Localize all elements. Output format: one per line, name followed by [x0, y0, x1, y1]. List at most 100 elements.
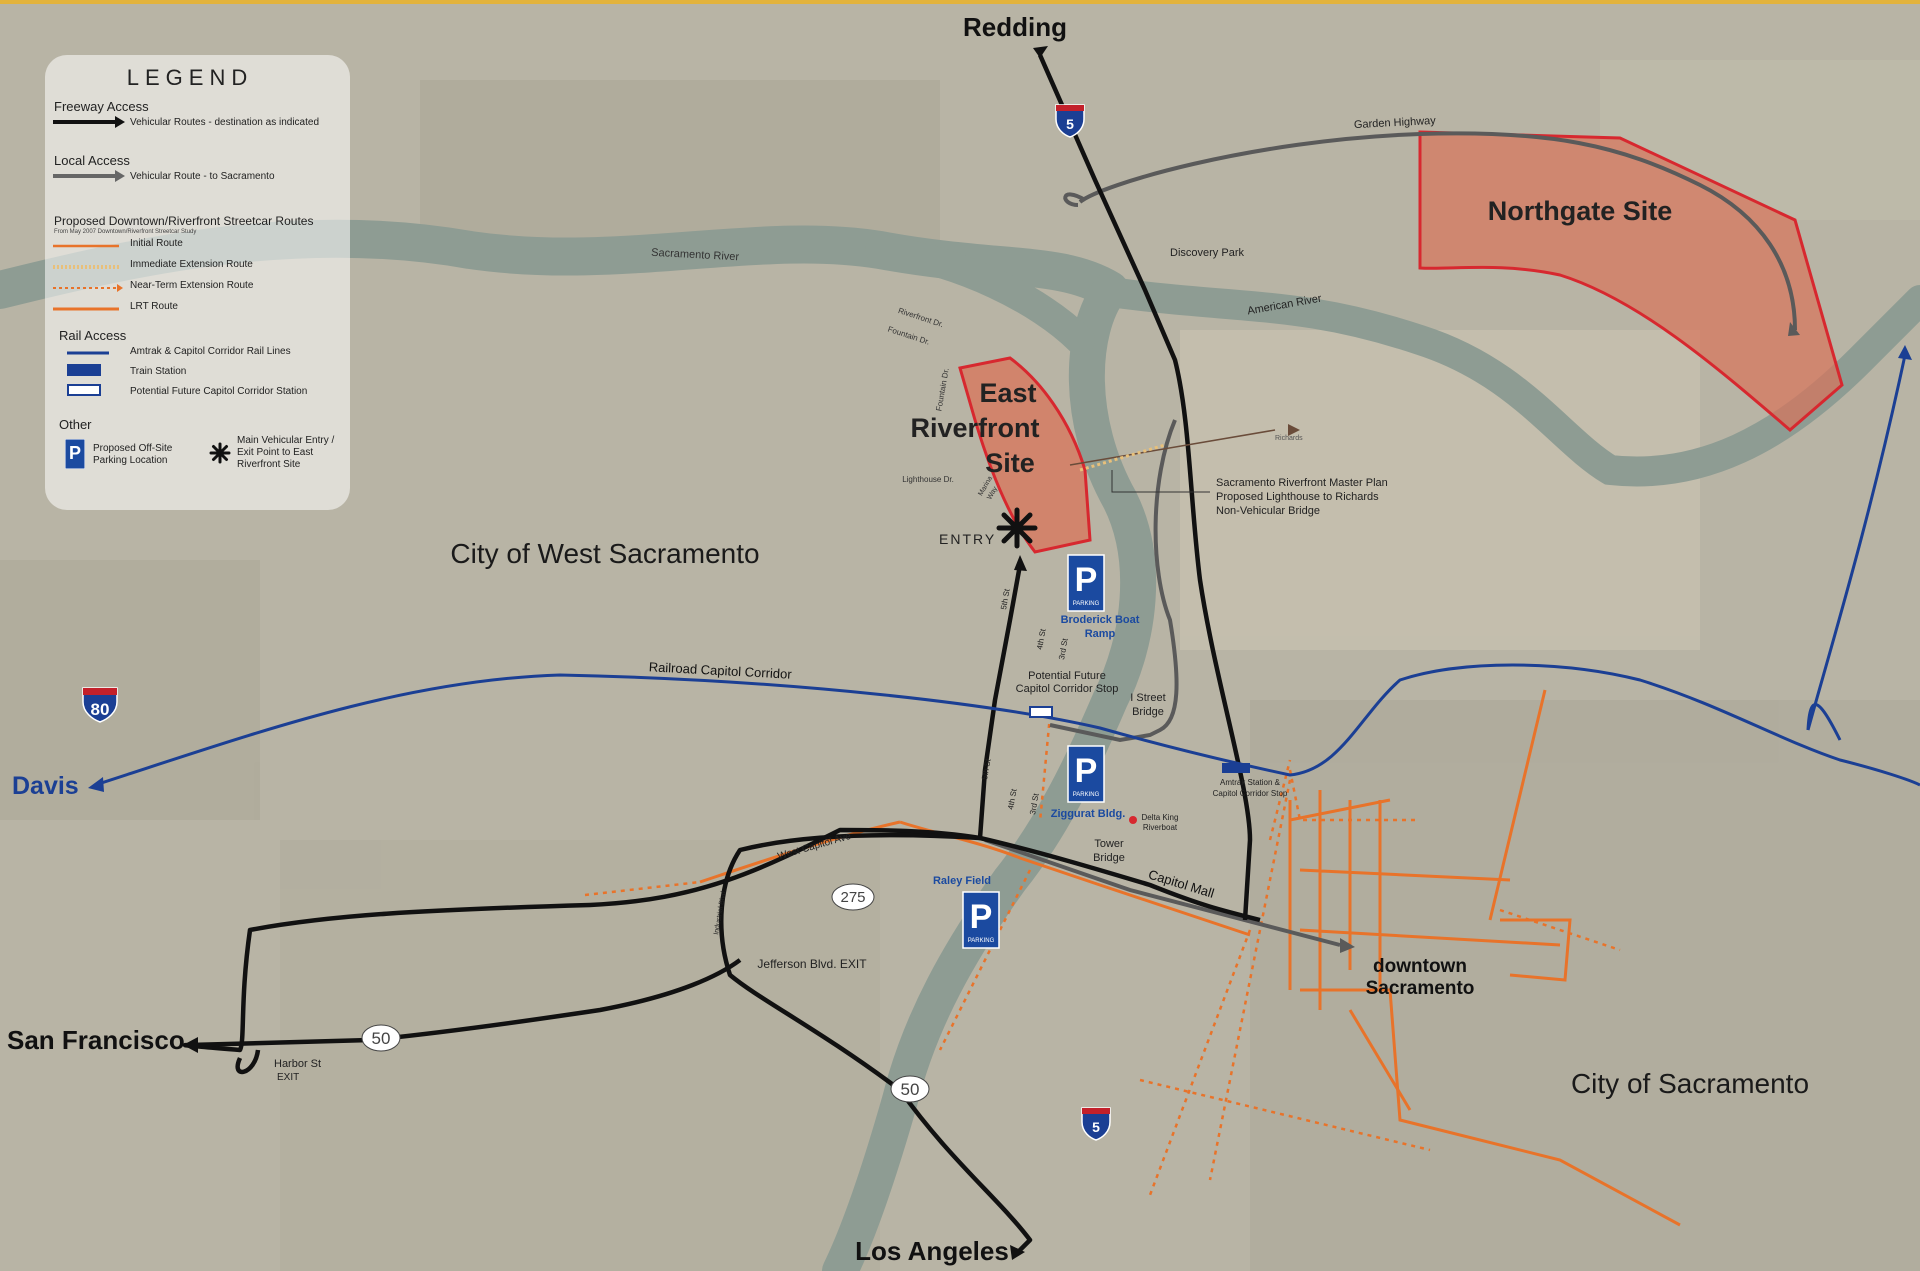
lighthouse-bridge — [1069, 429, 1276, 493]
legend-streetcar-source: From May 2007 Downtown/Riverfront Street… — [54, 229, 197, 235]
legend-lrt-route-icon — [53, 307, 119, 311]
amtrak-label-2: Capitol Corridor Stop — [1213, 789, 1288, 798]
amtrak-station-marker[interactable] — [1222, 763, 1250, 773]
capitol-mall-local — [984, 838, 1341, 947]
parking-ziggurat-icon[interactable]: P PARKING — [1067, 745, 1105, 803]
us50-shield-west-label: 50 — [372, 1029, 391, 1048]
business80-cross — [979, 835, 1261, 923]
lighthouse-bridge-label-3: Non-Vehicular Bridge — [1216, 505, 1320, 517]
us50-shield-west-icon[interactable]: 50 — [361, 1024, 401, 1052]
legend-future-station: Potential Future Capitol Corridor Statio… — [130, 386, 308, 397]
parking-ziggurat-letter: P — [1075, 752, 1098, 790]
initial-route-capitol-mall — [899, 820, 1251, 937]
tower-bridge-label-2: Bridge — [1093, 852, 1125, 864]
svg-text:P: P — [69, 443, 81, 463]
street-5th-north-label: 5th St — [999, 587, 1012, 610]
broderick-label-1: Broderick Boat — [1061, 614, 1140, 626]
east-riverfront-access — [977, 564, 1023, 839]
legend-local-item: Vehicular Route - to Sacramento — [130, 171, 275, 182]
i5-south-shield-label: 5 — [1092, 1119, 1100, 1135]
legend-rail-lines: Amtrak & Capitol Corridor Rail Lines — [130, 346, 291, 357]
tower-bridge-label-1: Tower — [1094, 838, 1124, 850]
delta-king-marker[interactable] — [1129, 816, 1137, 824]
capitol-corridor-rail — [94, 663, 1920, 787]
legend-streetcar-head: Proposed Downtown/Riverfront Streetcar R… — [54, 214, 314, 228]
legend-freeway-item: Vehicular Routes - destination as indica… — [130, 117, 320, 128]
arrow-rail-north — [1898, 345, 1912, 360]
parking-broderick-icon[interactable]: P PARKING — [1067, 554, 1105, 612]
i5-north-shield-icon[interactable]: 5 — [1055, 104, 1085, 138]
lrt-route-southeast — [1348, 1009, 1412, 1111]
i-street-label-1: I Street — [1130, 692, 1165, 704]
legend-parking-item-2: Parking Location — [93, 455, 168, 466]
jefferson-label: Jefferson Blvd. EXIT — [757, 957, 867, 971]
local-access-routes — [984, 131, 1797, 947]
city-west-sacramento-label: City of West Sacramento — [450, 538, 759, 569]
sr275-shield-icon[interactable]: 275 — [831, 883, 875, 911]
discovery-park-label: Discovery Park — [1170, 247, 1244, 259]
local-arrow-northgate — [1788, 322, 1800, 336]
lrt-route-east — [1500, 918, 1572, 982]
top-accent-bar — [0, 0, 1920, 4]
entry-label: ENTRY — [939, 531, 996, 547]
us50-west — [182, 827, 981, 1053]
garden-highway-route — [1078, 131, 1797, 331]
arrow-sf — [183, 1037, 198, 1053]
arrow-entry — [1014, 555, 1027, 571]
rail-north-branch-2 — [1806, 703, 1842, 741]
future-stop-label-2: Capitol Corridor Stop — [1016, 683, 1119, 695]
lrt-route-south — [1388, 989, 1681, 1227]
rail-north-branch — [1806, 354, 1907, 731]
east-riverfront-label-1: East — [979, 378, 1036, 408]
i80-shield-icon[interactable]: 80 — [82, 687, 118, 723]
city-sacramento-label: City of Sacramento — [1571, 1068, 1809, 1099]
legend-freeway-head: Freeway Access — [54, 99, 149, 114]
parking-raley-icon[interactable]: P PARKING — [962, 891, 1000, 949]
destination-davis: Davis — [12, 772, 79, 800]
downtown-label-1: downtown — [1373, 956, 1467, 977]
i-street-connector — [1049, 419, 1179, 743]
legend-train-station: Train Station — [130, 366, 187, 377]
lrt-route-north — [1488, 689, 1547, 921]
legend-freeway-arrow-icon — [53, 116, 125, 128]
i5-south-shield-icon[interactable]: 5 — [1081, 1107, 1111, 1141]
legend-panel: LEGEND Freeway Access Vehicular Routes -… — [45, 55, 350, 510]
legend-initial-route-icon — [53, 244, 119, 248]
i5-route — [1037, 54, 1253, 921]
destination-redding: Redding — [963, 12, 1067, 42]
arrow-la — [1010, 1245, 1025, 1260]
legend-initial-route: Initial Route — [130, 238, 183, 249]
us50-shield-south-icon[interactable]: 50 — [890, 1075, 930, 1103]
street-3rd-south-label: 3rd St — [1028, 792, 1041, 815]
harbor-label-1: Harbor St — [274, 1058, 321, 1070]
legend-immediate-route: Immediate Extension Route — [130, 259, 253, 270]
local-loop-north — [1063, 192, 1087, 207]
parking-raley-letter: P — [970, 898, 993, 936]
lighthouse-bridge-label-1: Sacramento Riverfront Master Plan — [1216, 477, 1388, 489]
entry-star-icon — [996, 507, 1038, 549]
east-riverfront-site[interactable] — [958, 356, 1092, 554]
legend-rail-head: Rail Access — [59, 328, 127, 343]
lighthouse-dr-label: Lighthouse Dr. — [902, 475, 954, 484]
parking-ziggurat-word: PARKING — [1073, 792, 1100, 798]
us50-mid — [719, 832, 1033, 1257]
broderick-label-2: Ramp — [1085, 628, 1116, 640]
legend-entry-item: Main Vehicular Entry / Exit Point to Eas… — [237, 435, 335, 470]
parking-raley-word: PARKING — [968, 938, 995, 944]
ziggurat-label: Ziggurat Bldg. — [1051, 808, 1126, 820]
legend-rail-lines-icon — [67, 351, 109, 355]
future-stop-label-1: Potential Future — [1028, 670, 1106, 682]
garden-highway-label: Garden Highway — [1354, 115, 1437, 131]
sacramento-river-label: Sacramento River — [651, 247, 740, 264]
destination-los-angeles: Los Angeles — [855, 1236, 1009, 1266]
arrow-davis — [88, 777, 104, 792]
legend-future-station-icon — [67, 384, 101, 396]
i-street-label-2: Bridge — [1132, 706, 1164, 718]
freeway-routes — [182, 54, 1261, 1257]
future-station-marker[interactable] — [1029, 706, 1053, 718]
parking-broderick-word: PARKING — [1073, 601, 1100, 607]
legend-parking-item-1: Proposed Off-Site — [93, 443, 173, 454]
downtown-label-2: Sacramento — [1366, 978, 1475, 999]
destination-san-francisco: San Francisco — [7, 1025, 185, 1055]
